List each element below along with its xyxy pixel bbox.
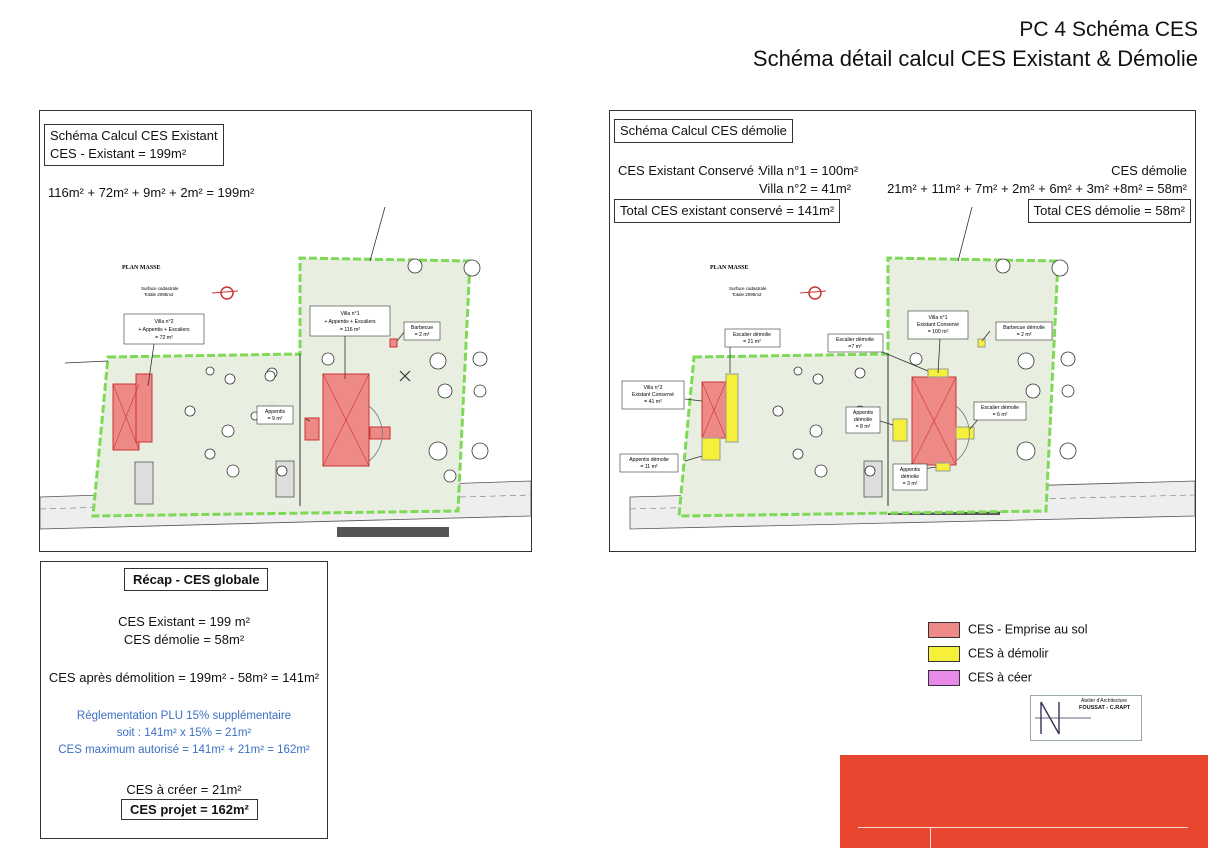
right-label-escalier1-l2: = 21 m² bbox=[743, 339, 761, 345]
right-total-demolie: Total CES démolie = 58m² bbox=[1027, 199, 1191, 223]
right-label-escalier2-l1: Escalier démolie bbox=[836, 337, 874, 343]
right-site-plan: PLAN MASSE Surface cadastrale Totale 209… bbox=[619, 206, 1195, 530]
right-villa1: Villa n°1 = 100m² bbox=[759, 163, 859, 178]
right-plan-surface-total: Totale 2095m2 bbox=[732, 292, 762, 297]
right-label-villa1-l1: Villa n°1 bbox=[929, 315, 948, 321]
left-label-appentis-l2: = 9 m² bbox=[268, 416, 283, 422]
right-plan-surface: Surface cadastrale bbox=[729, 286, 767, 291]
right-label-villa1-l2: Existant Conservé bbox=[917, 322, 959, 328]
right-label-appentis2-l3: = 8 m² bbox=[856, 424, 871, 430]
barbecue-building bbox=[389, 338, 398, 348]
architect-stamp: Atelier d'Architecture FOUSSAT - C.RAPT bbox=[1030, 695, 1142, 741]
recap-plu-1: Réglementation PLU 15% supplémentaire bbox=[76, 710, 292, 722]
left-formula: 116m² + 72m² + 9m² + 2m² = 199m² bbox=[48, 185, 255, 200]
right-label-appentis3-l2: démolie bbox=[901, 474, 919, 480]
left-plan-title: PLAN MASSE bbox=[122, 265, 161, 271]
left-panel: Schéma Calcul CES Existant CES - Existan… bbox=[39, 110, 532, 552]
recap-projet: CES projet = 162m² bbox=[121, 799, 258, 820]
right-label-escalier3-l1: Escalier démolie bbox=[981, 405, 1019, 411]
legend-swatch-demolir bbox=[928, 646, 960, 662]
stamp-line-2: FOUSSAT - C.RAPT bbox=[1079, 705, 1131, 711]
legend-label: CES à céer bbox=[968, 670, 1032, 685]
legend-item-demolir: CES à démolir bbox=[928, 646, 1049, 662]
right-total-conserve: Total CES existant conservé = 141m² bbox=[614, 199, 841, 223]
left-label-appentis-l1: Appentis bbox=[265, 409, 286, 415]
stamp-line-1: Atelier d'Architecture bbox=[1081, 698, 1127, 704]
left-label-villa2-l2: + Appentis + Escaliers bbox=[138, 327, 190, 333]
right-panel: Schéma Calcul CES démolie CES Existant C… bbox=[609, 110, 1196, 552]
left-label-villa1-l1: Villa n°1 bbox=[341, 311, 360, 317]
recap-existant: CES Existant = 199 m² bbox=[118, 614, 250, 629]
right-plan-title: PLAN MASSE bbox=[710, 265, 749, 271]
north-arrow-icon bbox=[220, 286, 234, 300]
legend-item-creer: CES à céer bbox=[928, 670, 1032, 686]
right-label-escalier3-l2: = 6 m² bbox=[993, 412, 1008, 418]
right-demolie-formula: 21m² + 11m² + 7m² + 2m² + 6m² + 3m² +8m²… bbox=[887, 181, 1187, 196]
right-label-barbecue-l1: Barbecue démolie bbox=[1003, 325, 1045, 331]
right-demolie-label: CES démolie bbox=[1111, 163, 1187, 178]
right-label-appentis2-l2: démolie bbox=[854, 417, 872, 423]
left-label-villa1-l3: = 116 m² bbox=[340, 327, 361, 333]
recap-plu-2: soit : 141m² x 15% = 21m² bbox=[116, 727, 252, 739]
recap-plu-3: CES maximum autorisé = 141m² + 21m² = 16… bbox=[58, 744, 310, 756]
right-title-box: Schéma Calcul CES démolie bbox=[614, 119, 793, 143]
recap-title: Récap - CES globale bbox=[124, 568, 269, 591]
recap-apres: CES après démolition = 199m² - 58m² = 14… bbox=[48, 670, 320, 685]
right-label-appentis3-l1: Appentis bbox=[900, 467, 921, 473]
north-arrow-icon bbox=[808, 286, 822, 300]
left-box-title: Schéma Calcul CES Existant bbox=[50, 128, 218, 143]
right-villa2: Villa n°2 = 41m² bbox=[759, 181, 852, 196]
right-label-escalier2-l2: =7 m² bbox=[848, 344, 862, 350]
right-label-villa2-l3: = 41 m² bbox=[644, 399, 662, 405]
right-label-appentis2-l1: Appentis bbox=[853, 410, 874, 416]
left-site-plan: PLAN MASSE Surface cadastrale Totale 209… bbox=[40, 206, 531, 537]
right-label-barbecue-l2: = 2 m² bbox=[1017, 332, 1032, 338]
right-label-villa2-l2: Existant Conservé bbox=[632, 392, 674, 398]
recap-creer: CES à créer = 21m² bbox=[126, 782, 242, 797]
left-label-villa2-l1: Villa n°2 bbox=[155, 319, 174, 325]
right-label-escalier1-l1: Escalier démolie bbox=[733, 332, 771, 338]
left-label-barbecue-l1: Barbecue bbox=[411, 325, 433, 331]
left-label-villa2-l3: = 72 m² bbox=[155, 335, 173, 341]
right-label-appentis1-l2: = 11 m² bbox=[640, 464, 658, 470]
right-label-villa2-l1: Villa n°2 bbox=[644, 385, 663, 391]
recap-panel: Récap - CES globale CES Existant = 199 m… bbox=[40, 561, 328, 839]
legend-label: CES - Emprise au sol bbox=[968, 622, 1088, 637]
left-plan-surface: Surface cadastrale bbox=[141, 286, 179, 291]
right-conserve-label: CES Existant Conservé : bbox=[618, 163, 762, 178]
right-label-appentis3-l3: = 3 m² bbox=[903, 481, 918, 487]
page-title: PC 4 Schéma CES bbox=[1019, 18, 1198, 41]
legend-item-emprise: CES - Emprise au sol bbox=[928, 622, 1087, 638]
legend-swatch-creer bbox=[928, 670, 960, 686]
legend-swatch-emprise bbox=[928, 622, 960, 638]
left-box-value: CES - Existant = 199m² bbox=[50, 146, 187, 161]
title-block bbox=[840, 755, 1208, 848]
recap-demolie: CES démolie = 58m² bbox=[123, 632, 245, 647]
right-label-villa1-l3: = 100 m² bbox=[928, 329, 949, 335]
page-subtitle: Schéma détail calcul CES Existant & Démo… bbox=[752, 46, 1198, 71]
left-summary-box: Schéma Calcul CES Existant CES - Existan… bbox=[44, 124, 224, 166]
appentis-building bbox=[304, 417, 320, 441]
left-label-villa1-l2: + Appentis + Escaliers bbox=[324, 319, 376, 325]
legend-label: CES à démolir bbox=[968, 646, 1049, 661]
architect-logo-icon bbox=[1035, 701, 1091, 735]
right-label-appentis1-l1: Appentis démolie bbox=[629, 457, 669, 463]
left-plan-surface-total: Totale 2095m2 bbox=[144, 292, 174, 297]
left-label-barbecue-l2: = 2 m² bbox=[415, 332, 430, 338]
road-hatch bbox=[337, 527, 449, 537]
